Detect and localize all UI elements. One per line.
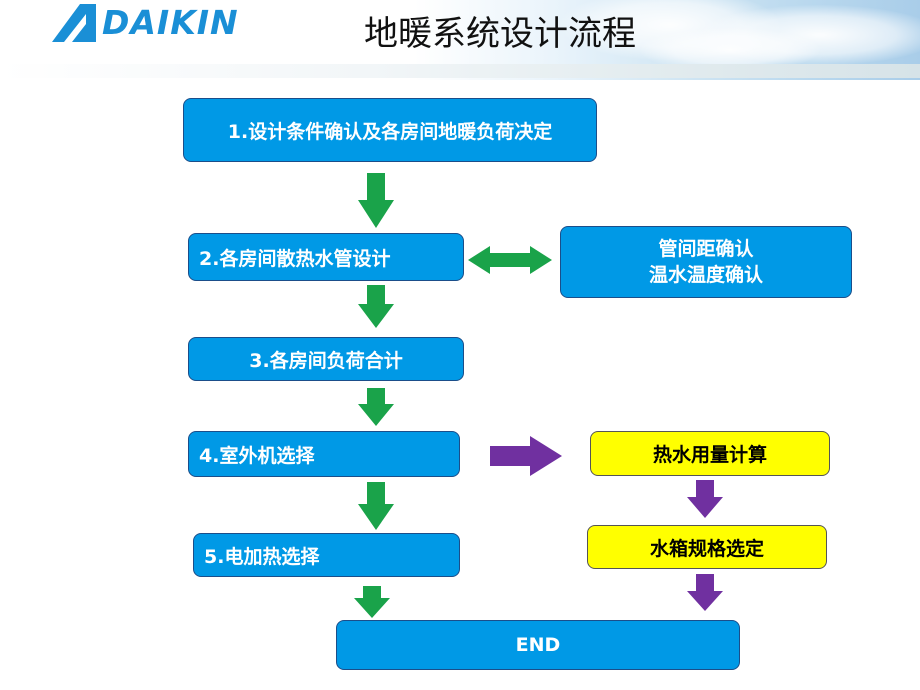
green-down-arrow-icon [358, 173, 394, 228]
step-3-label: 3.各房间负荷合计 [249, 349, 403, 372]
purple-right-arrow-icon [490, 436, 562, 476]
header-banner [0, 0, 920, 80]
end-label: END [515, 634, 561, 656]
green-down-arrow-icon [358, 285, 394, 328]
hot-water-label: 热水用量计算 [652, 444, 767, 466]
step-1-box: 1.设计条件确认及各房间地暖负荷决定 [183, 98, 597, 162]
logo-text: DAIKIN [102, 3, 239, 42]
header-band [0, 64, 920, 78]
step-4-box: 4.室外机选择 [188, 431, 460, 477]
purple-down-arrow-icon [687, 480, 723, 518]
tank-label: 水箱规格选定 [649, 537, 764, 560]
water-temperature-label: 温水温度确认 [648, 264, 763, 286]
confirmation-box: 管间距确认 温水温度确认 [560, 226, 852, 298]
purple-down-arrow-icon [687, 574, 723, 611]
green-down-arrow-icon [354, 586, 390, 618]
tank-box: 水箱规格选定 [587, 525, 827, 569]
daikin-logo-icon [52, 4, 96, 42]
page-title: 地暖系统设计流程 [364, 14, 636, 54]
step-2-label: 2.各房间散热水管设计 [199, 247, 391, 270]
daikin-logo: DAIKIN [50, 2, 238, 44]
hot-water-box: 热水用量计算 [590, 431, 830, 476]
step-5-box: 5.电加热选择 [193, 533, 460, 577]
green-down-arrow-icon [358, 482, 394, 530]
end-box: END [336, 620, 740, 670]
green-double-arrow-icon [468, 246, 552, 274]
pipe-spacing-label: 管间距确认 [658, 238, 754, 260]
step-3-box: 3.各房间负荷合计 [188, 337, 464, 381]
step-1-label: 1.设计条件确认及各房间地暖负荷决定 [227, 120, 553, 143]
green-down-arrow-icon [358, 388, 394, 426]
step-2-box: 2.各房间散热水管设计 [188, 233, 464, 281]
step-4-label: 4.室外机选择 [199, 444, 315, 467]
step-5-label: 5.电加热选择 [204, 545, 320, 568]
